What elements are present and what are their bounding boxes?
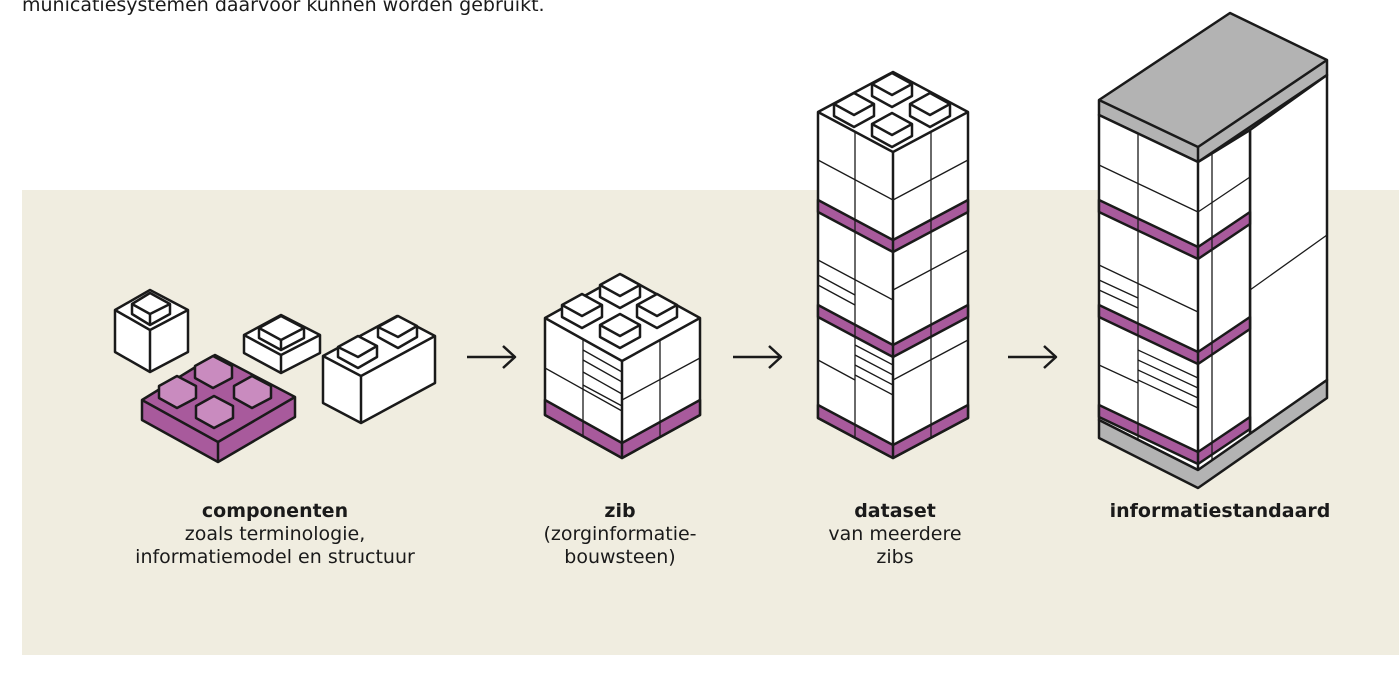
step-caption-zib: zib (zorginformatie- bouwsteen): [510, 500, 730, 569]
zib-block-icon: [543, 272, 702, 460]
components-icon: [113, 288, 437, 464]
step-title: dataset: [854, 500, 936, 522]
arrow-right-icon: [467, 345, 517, 369]
step-title: informatiestandaard: [1109, 500, 1331, 522]
arrow-right-icon: [733, 345, 783, 369]
step-description: zoals terminologie, informatiemodel en s…: [135, 523, 415, 568]
step-description: (zorginformatie- bouwsteen): [543, 523, 697, 568]
step-caption-informatiestandaard: informatiestandaard: [1060, 500, 1380, 523]
purple-plate-icon: [140, 353, 297, 464]
dataset-stack-icon: [816, 70, 970, 460]
step-description: van meerdere zibs: [828, 523, 962, 568]
intro-text: municatiesystemen daarvoor kunnen worden…: [22, 0, 545, 16]
information-standard-cabinet-icon: [1097, 11, 1329, 490]
white-brick-small-icon: [113, 288, 190, 374]
step-caption-dataset: dataset van meerdere zibs: [785, 500, 1005, 569]
step-title: componenten: [201, 500, 349, 522]
arrow-right-icon: [1008, 345, 1058, 369]
step-title: zib: [604, 500, 636, 522]
step-caption-components: componenten zoals terminologie, informat…: [90, 500, 460, 569]
white-brick-flat-icon: [242, 313, 322, 375]
white-brick-long-icon: [321, 314, 437, 425]
